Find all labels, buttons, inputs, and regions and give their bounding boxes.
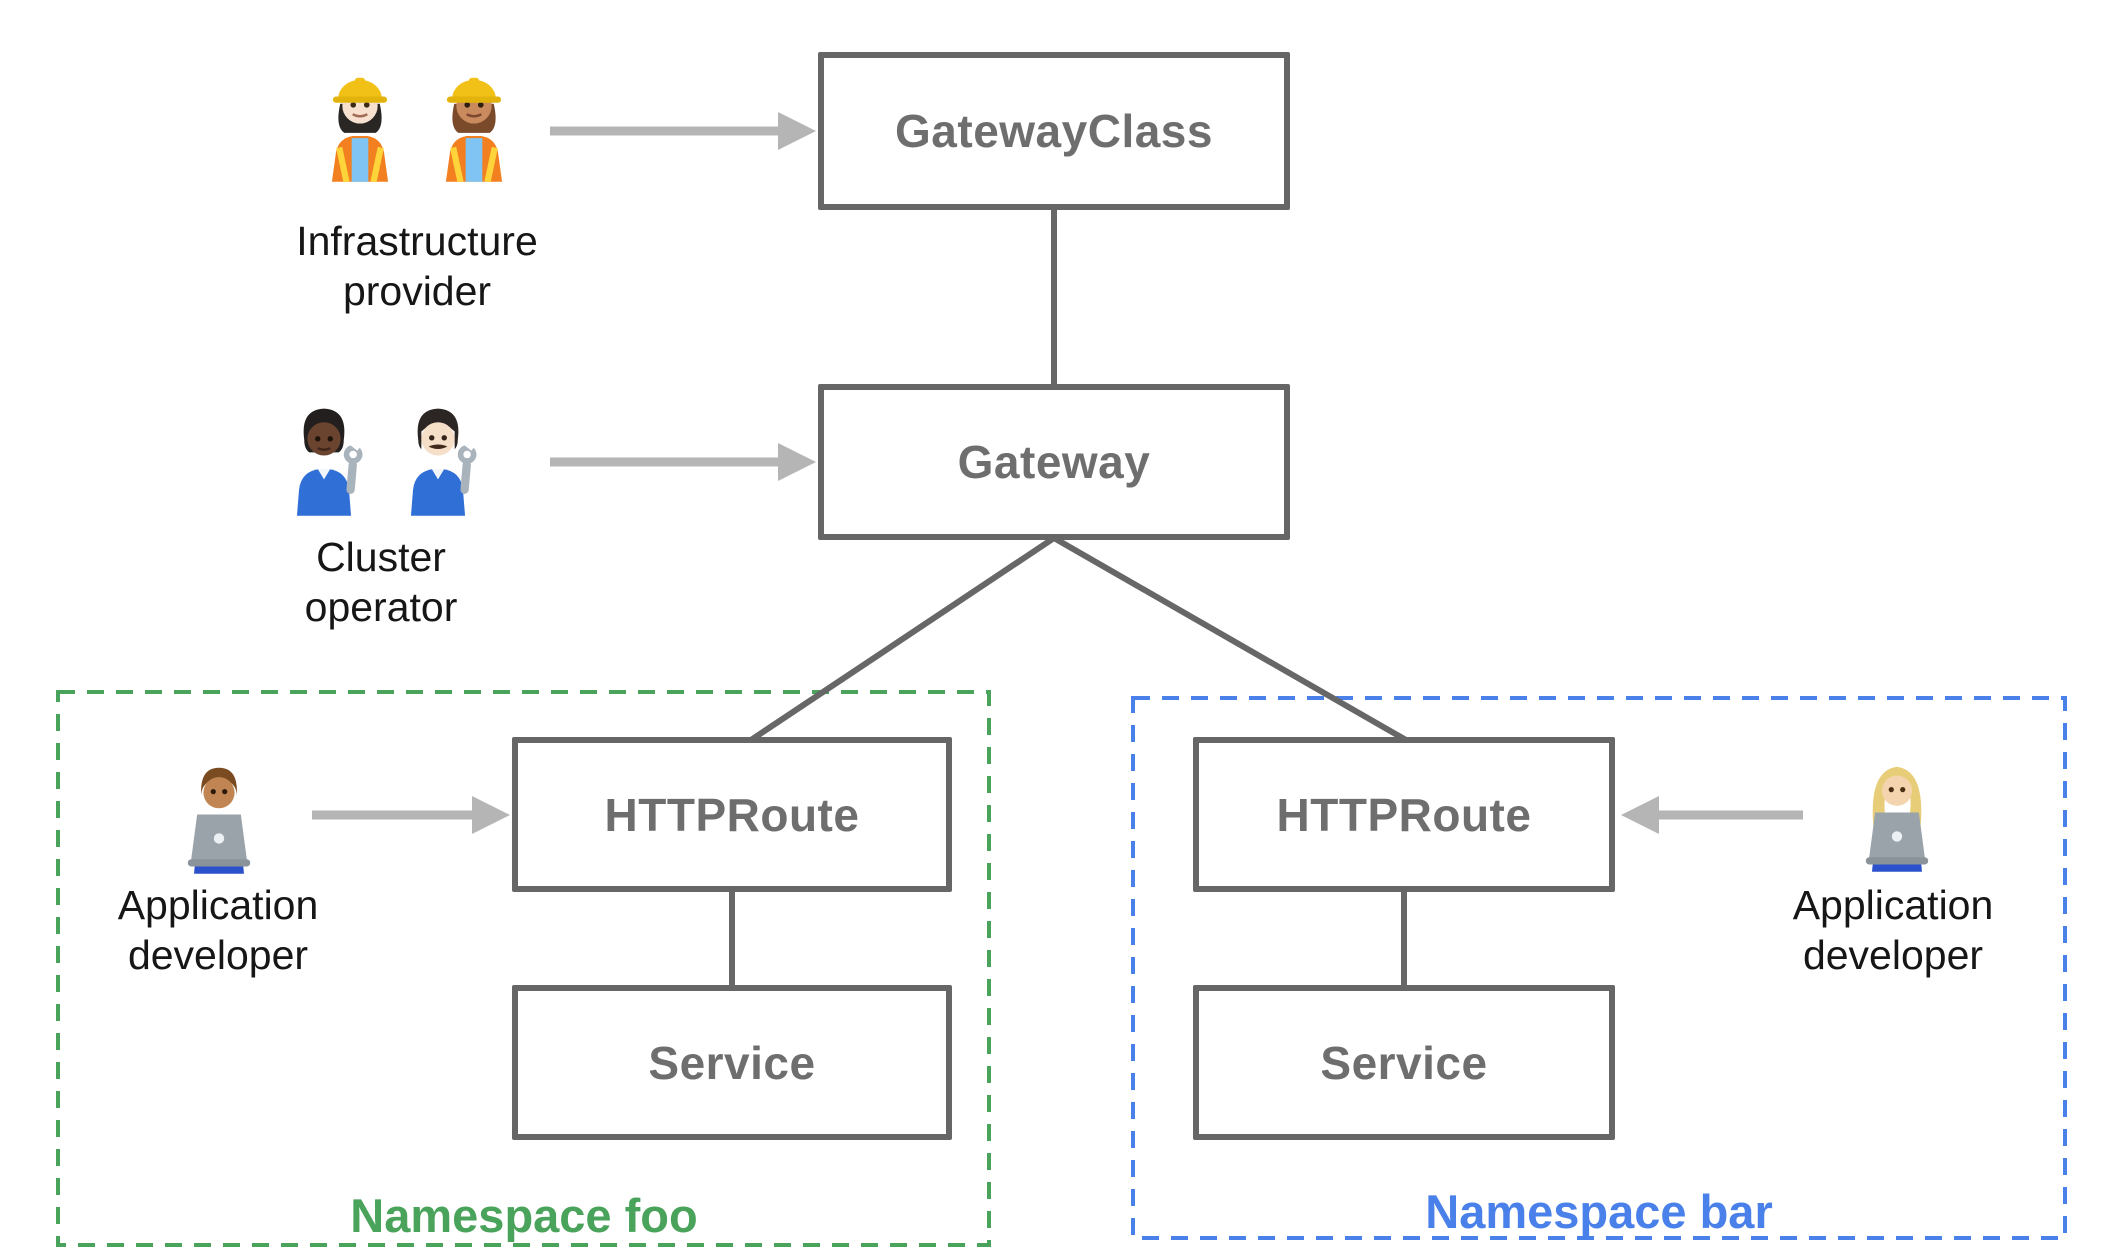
app-developer-foo-icons — [167, 754, 271, 874]
man-mechanic-icon — [410, 408, 477, 516]
service-bar-label: Service — [1320, 1036, 1488, 1089]
cluster-operator-label-line2: operator — [304, 584, 458, 630]
infrastructure-provider-label-line1: Infrastructure — [296, 218, 538, 264]
service-bar-box: Service — [1193, 985, 1615, 1140]
app-developer-bar-label-line1: Application — [1792, 882, 1994, 928]
cluster-operator-label: Cluster operator — [151, 532, 611, 632]
service-foo-box: Service — [512, 985, 952, 1140]
namespace-foo-boundary — [56, 690, 991, 1247]
gateway-box: Gateway — [818, 384, 1290, 540]
app-developer-foo-label: Application developer — [0, 880, 448, 980]
arrow-cluster-operator-to-gateway — [550, 443, 816, 481]
httproute-foo-box: HTTPRoute — [512, 737, 952, 892]
app-developer-foo-label-line2: developer — [127, 932, 309, 978]
app-developer-foo-label-line1: Application — [117, 882, 319, 928]
app-developer-bar-label: Application developer — [1663, 880, 2112, 980]
infrastructure-provider-icons — [308, 62, 526, 182]
woman-construction-worker-icon — [331, 77, 389, 182]
namespace-bar-boundary — [1131, 696, 2067, 1240]
service-foo-label: Service — [648, 1036, 816, 1089]
httproute-bar-label: HTTPRoute — [1276, 788, 1532, 841]
edge-gateway-httproute-bar — [1052, 535, 1408, 743]
person-mechanic-icon — [296, 408, 363, 516]
arrow-app-developer-to-httproute-bar — [1621, 796, 1803, 834]
infrastructure-provider-label: Infrastructure provider — [187, 216, 647, 316]
httproute-bar-box: HTTPRoute — [1193, 737, 1615, 892]
woman-technologist-icon — [1865, 766, 1929, 872]
gatewayclass-label: GatewayClass — [895, 105, 1213, 157]
edge-gateway-httproute-foo — [749, 535, 1056, 743]
app-developer-bar-label-line2: developer — [1802, 932, 1984, 978]
man-technologist-icon — [187, 767, 251, 874]
infrastructure-provider-label-line2: provider — [342, 268, 492, 314]
woman-construction-worker-icon — [445, 77, 503, 182]
namespace-bar-caption: Namespace bar — [1425, 1185, 1773, 1238]
namespace-foo-caption: Namespace foo — [350, 1189, 698, 1242]
gatewayclass-box: GatewayClass — [818, 52, 1290, 210]
cluster-operator-icons — [272, 396, 490, 516]
arrow-app-developer-to-httproute-foo — [312, 796, 510, 834]
app-developer-bar-icons — [1845, 752, 1949, 872]
cluster-operator-label-line1: Cluster — [316, 534, 446, 580]
gateway-label: Gateway — [957, 436, 1151, 488]
arrow-infrastructure-provider-to-gatewayclass — [550, 112, 816, 150]
httproute-foo-label: HTTPRoute — [604, 788, 860, 841]
